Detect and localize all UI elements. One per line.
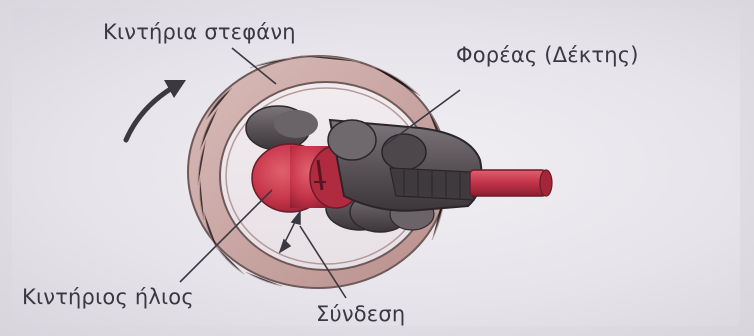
linkage-label: Σύνδεση — [316, 302, 405, 326]
ring-gear-label: Κιντήρια στεφάνη — [103, 20, 296, 44]
sun-gear-label: Κιντήριος ήλιος — [22, 285, 194, 309]
output-shaft — [470, 170, 552, 196]
carrier — [328, 120, 482, 211]
curved-arrow-icon — [126, 80, 186, 140]
carrier-label: Φορέας (Δέκτης) — [456, 43, 639, 67]
